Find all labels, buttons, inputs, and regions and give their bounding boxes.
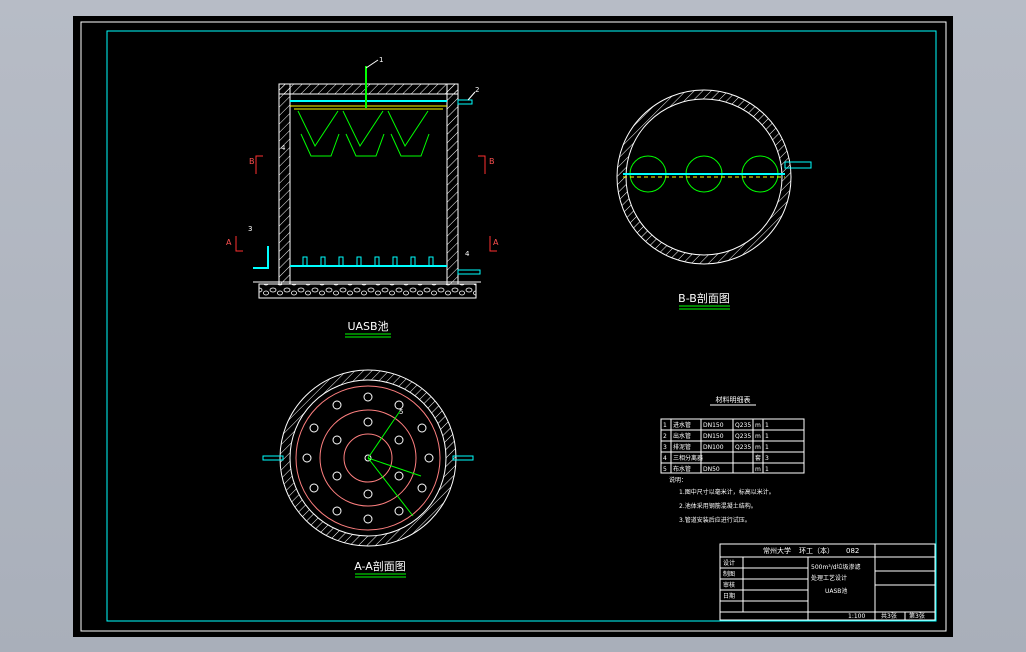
svg-text:1: 1 — [765, 466, 769, 473]
title-block-text: 常州大学 环工（本） 082 设计 制图 审核 日期 500m³/d垃圾渗滤 处… — [723, 546, 925, 620]
callout-1-leader — [365, 59, 379, 69]
svg-text:1: 1 — [663, 422, 667, 429]
note-3: 3.管道安装后应进行试压。 — [679, 516, 751, 524]
tb-drawing-name: UASB池 — [825, 587, 847, 595]
aa-section-plan: 5 A-A剖面图 — [262, 369, 474, 578]
sludge-pipe — [457, 269, 481, 275]
svg-text:Q235: Q235 — [735, 433, 751, 440]
section-a-right-label: A — [493, 238, 499, 247]
svg-text:1: 1 — [765, 433, 769, 440]
svg-text:5: 5 — [663, 466, 667, 473]
svg-text:3: 3 — [663, 444, 667, 451]
uasb-title: UASB池 — [347, 320, 388, 333]
svg-text:m: m — [755, 466, 761, 473]
distribution-nozzles — [302, 256, 434, 267]
section-mark-a-left — [235, 236, 243, 252]
callout-separator: 4 — [281, 144, 286, 152]
top-slab — [278, 83, 459, 95]
three-phase-separators — [294, 108, 443, 157]
aa-radius-lines — [367, 410, 422, 517]
inner-border — [106, 30, 937, 622]
section-a-left-label: A — [226, 238, 232, 247]
svg-text:m: m — [755, 422, 761, 429]
aa-pipe-left — [262, 455, 284, 461]
callout-sludge: 4 — [465, 250, 470, 258]
outlet-pipe — [457, 99, 473, 105]
svg-text:m: m — [755, 433, 761, 440]
material-table-cells: 1 进水管 DN150 Q235 m 1 2 出水管 DN150 Q235 m … — [663, 421, 769, 473]
callout-aa: 5 — [399, 408, 403, 416]
section-mark-b-right — [478, 155, 486, 174]
bb-section-plan: B-B剖面图 — [616, 89, 812, 310]
callout-top: 1 — [379, 56, 383, 64]
svg-text:DN150: DN150 — [703, 422, 724, 429]
svg-text:DN100: DN100 — [703, 444, 724, 451]
callout-2-leader — [467, 91, 476, 101]
outer-border — [80, 21, 947, 632]
svg-text:排泥管: 排泥管 — [673, 443, 691, 451]
tb-school: 常州大学 — [763, 546, 791, 555]
aa-nozzles — [302, 392, 434, 524]
left-wall — [278, 83, 291, 285]
svg-text:3: 3 — [765, 455, 769, 462]
tb-design-title-2: 处理工艺设计 — [811, 574, 847, 582]
bb-title: B-B剖面图 — [678, 291, 730, 305]
svg-text:2: 2 — [663, 433, 667, 440]
section-b-left-label: B — [249, 157, 255, 166]
inlet-pipe — [253, 246, 269, 269]
aa-outer-ring — [295, 385, 441, 531]
svg-text:DN150: DN150 — [703, 433, 724, 440]
section-mark-a-right — [489, 236, 497, 252]
note-1: 1.图中尺寸以毫米计，标高以米计。 — [679, 488, 775, 496]
foundation — [258, 283, 477, 299]
aa-mid-ring — [319, 409, 417, 507]
tb-total: 共3张 — [881, 612, 897, 620]
tb-scale: 1:100 — [848, 613, 865, 620]
svg-text:进水管: 进水管 — [673, 421, 691, 429]
svg-text:DN50: DN50 — [703, 466, 720, 473]
svg-text:Q235: Q235 — [735, 444, 751, 451]
tb-sheet: 第3张 — [909, 612, 925, 620]
aa-title: A-A剖面图 — [354, 559, 406, 573]
right-wall — [446, 83, 459, 285]
section-b-right-label: B — [489, 157, 495, 166]
svg-text:4: 4 — [663, 455, 667, 462]
tb-row-design: 设计 — [723, 559, 735, 567]
tb-class: 环工（本） — [799, 546, 834, 555]
aa-pipe-right — [452, 455, 474, 461]
callout-inlet: 3 — [248, 225, 252, 233]
tb-row-draw: 制图 — [723, 570, 735, 578]
cad-viewport[interactable]: 1 2 3 4 4 B B A — [73, 16, 953, 637]
cad-drawing: 1 2 3 4 4 B B A — [80, 21, 947, 632]
svg-text:1: 1 — [765, 422, 769, 429]
bb-outlet-pipe — [784, 161, 812, 169]
svg-text:1: 1 — [765, 444, 769, 451]
notes: 说明： 1.图中尺寸以毫米计，标高以米计。 2.池体采用钢筋混凝土结构。 3.管… — [669, 476, 775, 524]
material-table-title: 材料明细表 — [716, 395, 751, 404]
title-block: 常州大学 环工（本） 082 设计 制图 审核 日期 500m³/d垃圾渗滤 处… — [719, 543, 936, 621]
svg-text:布水管: 布水管 — [673, 465, 691, 473]
tb-row-date: 日期 — [723, 592, 735, 600]
tb-row-check: 审核 — [723, 581, 735, 589]
svg-text:出水管: 出水管 — [673, 432, 691, 440]
title-block-grid — [720, 544, 935, 620]
tb-class-no: 082 — [846, 547, 859, 555]
notes-heading: 说明： — [669, 476, 687, 484]
title-block-border — [719, 543, 936, 621]
svg-text:m: m — [755, 444, 761, 451]
uasb-elevation: 1 2 3 4 4 B B A — [226, 56, 499, 338]
material-table: 材料明细表 1 进水管 DN150 Q235 m 1 2 出水管 DN150 Q… — [660, 395, 805, 474]
material-table-grid — [661, 419, 804, 473]
note-2: 2.池体采用钢筋混凝土结构。 — [679, 502, 757, 510]
callout-outlet: 2 — [475, 86, 479, 94]
tb-design-title-1: 500m³/d垃圾渗滤 — [811, 563, 861, 571]
section-mark-b-left — [255, 155, 263, 174]
svg-text:Q235: Q235 — [735, 422, 751, 429]
svg-text:三相分离器: 三相分离器 — [673, 454, 703, 462]
aa-inner-ring — [343, 433, 393, 483]
svg-text:套: 套 — [755, 454, 761, 462]
